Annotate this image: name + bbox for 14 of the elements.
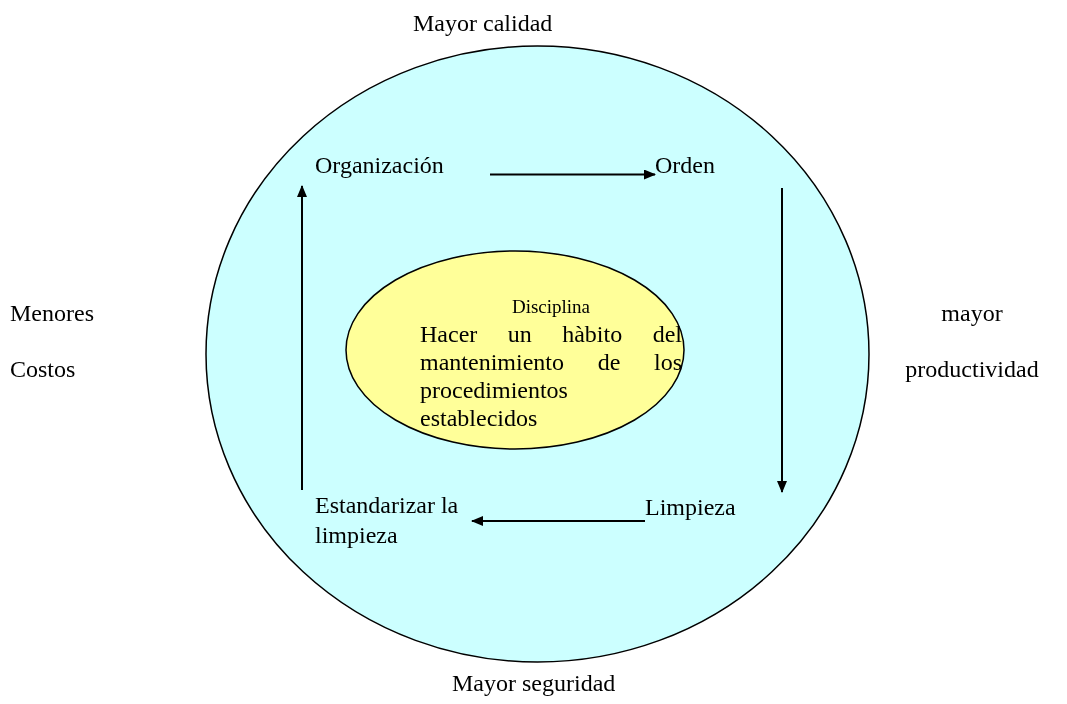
arrow bbox=[471, 516, 646, 526]
benefit-label: Menores Costos bbox=[10, 299, 95, 384]
arrow bbox=[489, 169, 656, 180]
benefit-label: Mayor calidad bbox=[413, 9, 554, 38]
arrow bbox=[297, 185, 307, 491]
step-label: Organización bbox=[315, 151, 445, 180]
benefit-label: mayor productividad bbox=[904, 299, 1040, 384]
step-label: Orden bbox=[655, 151, 716, 180]
arrow bbox=[777, 187, 787, 493]
step-label: Estandarizar la limpieza bbox=[315, 491, 460, 550]
body-text: Hacer un hàbito del mantenimiento de los procedimientos establecidos bbox=[420, 320, 682, 432]
heading-text: Disciplina bbox=[510, 295, 592, 319]
step-label: Limpieza bbox=[645, 493, 737, 522]
benefit-label: Mayor seguridad bbox=[452, 669, 617, 698]
